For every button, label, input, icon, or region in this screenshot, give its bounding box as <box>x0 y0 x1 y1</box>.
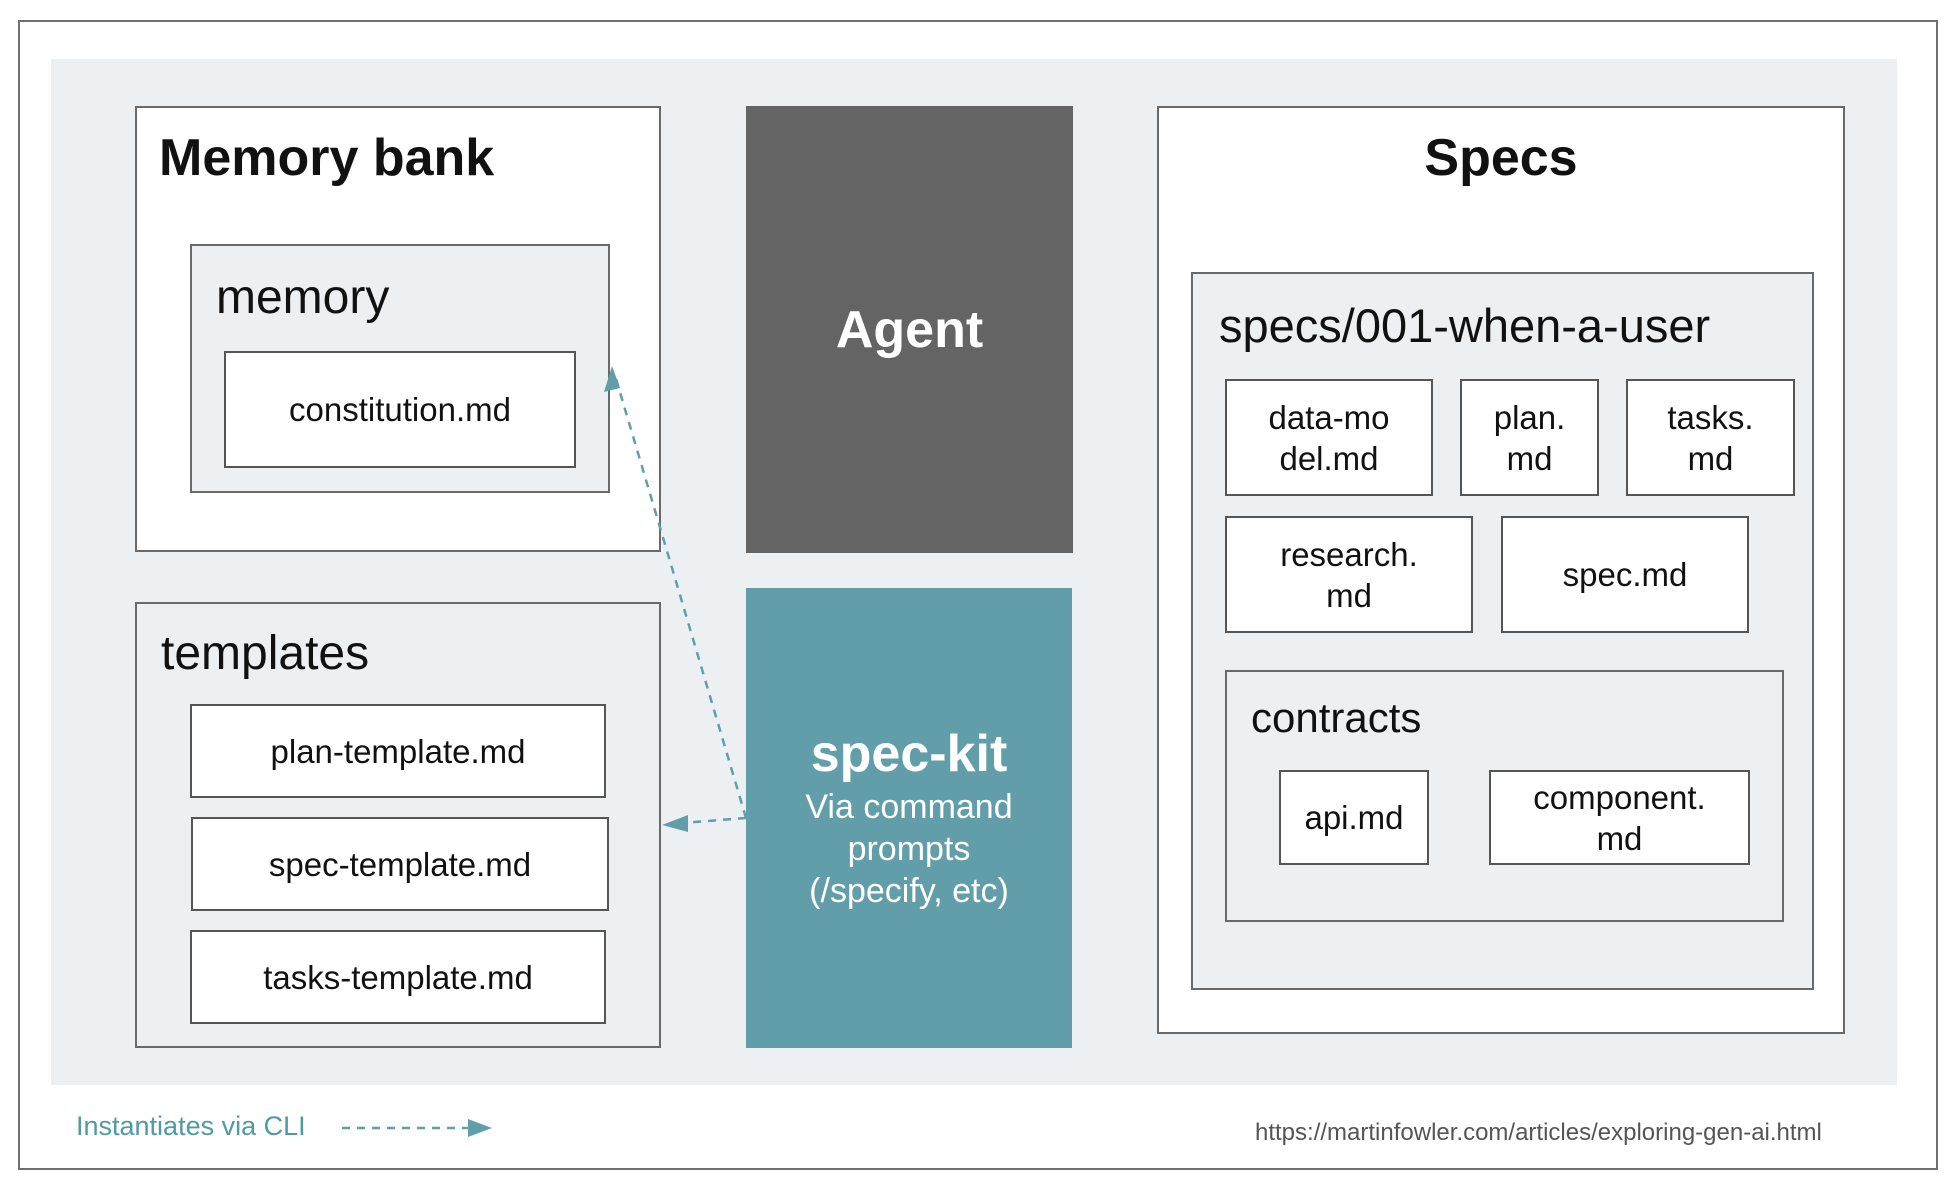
file-spec-template: spec-template.md <box>191 817 630 932</box>
specs-folder: specs/001-when-a-user data-mo del.md pla… <box>1191 272 1816 990</box>
file-research: research. md <box>1225 516 1494 654</box>
legend-label: Instantiates via CLI <box>76 1111 306 1141</box>
templates-folder: templates plan-template.md spec-template… <box>135 602 661 1048</box>
file-tasks-template: tasks-template.md <box>190 930 627 1045</box>
specs-panel: Specs specs/001-when-a-user data-mo del.… <box>1157 106 1845 1034</box>
file-label: data-mo del.md <box>1268 398 1390 477</box>
templates-title: templates <box>161 627 370 680</box>
memory-folder-title: memory <box>216 271 390 324</box>
memory-bank-title: Memory bank <box>159 129 495 187</box>
file-label: api.md <box>1304 799 1404 836</box>
memory-folder: memory constitution.md <box>190 244 610 493</box>
arrow-to-memory <box>604 366 748 819</box>
memory-bank-panel: Memory bank memory constitution.md <box>135 106 661 552</box>
file-label: spec-template.md <box>268 845 532 883</box>
file-label: plan. md <box>1493 398 1566 477</box>
file-label: plan-template.md <box>270 732 526 770</box>
file-component: component. md <box>1489 770 1771 886</box>
file-label: constitution.md <box>289 391 511 428</box>
agent-label: Agent <box>835 300 984 359</box>
file-plan: plan. md <box>1460 379 1620 517</box>
file-api: api.md <box>1279 770 1450 886</box>
spec-kit-box: spec-kit Via command prompts (/specify, … <box>746 588 1072 1048</box>
file-plan-template: plan-template.md <box>190 704 627 819</box>
source-url: https://martinfowler.com/articles/explor… <box>1255 1119 1822 1146</box>
file-constitution: constitution.md <box>224 351 599 491</box>
file-spec: spec.md <box>1501 516 1770 654</box>
contracts-folder: contracts api.md component. md <box>1225 670 1784 922</box>
agent-box: Agent <box>746 106 1073 553</box>
file-label: spec.md <box>1562 556 1688 593</box>
file-tasks: tasks. md <box>1626 379 1816 517</box>
arrow-to-templates <box>662 815 747 832</box>
file-label: tasks. md <box>1667 398 1754 477</box>
specs-title: Specs <box>1424 129 1578 187</box>
file-label: research. md <box>1280 535 1418 614</box>
spec-kit-title: spec-kit <box>810 725 1008 783</box>
specs-folder-title: specs/001-when-a-user <box>1219 299 1711 352</box>
spec-kit-description: Via command prompts (/specify, etc) <box>805 788 1013 910</box>
file-label: tasks-template.md <box>263 958 533 996</box>
contracts-title: contracts <box>1251 694 1422 741</box>
file-label: component. md <box>1533 778 1706 857</box>
legend-arrow-icon <box>342 1119 492 1137</box>
file-data-model: data-mo del.md <box>1225 379 1454 517</box>
